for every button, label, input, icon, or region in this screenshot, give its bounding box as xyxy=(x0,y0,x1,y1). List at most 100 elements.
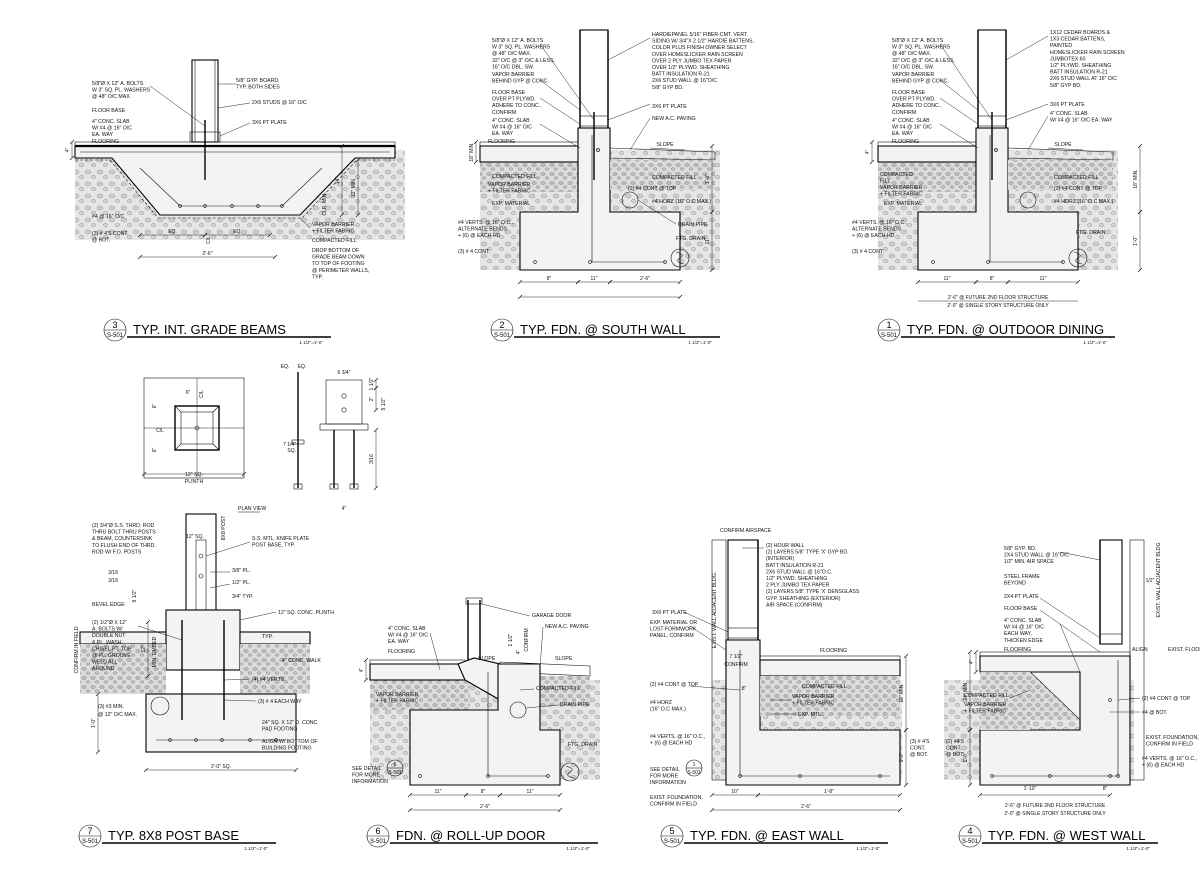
detail-scale: 1 1/2"=1'-0" xyxy=(299,340,323,345)
rebar-dot xyxy=(486,774,490,778)
callout-text: 4" CONC. SLAB xyxy=(388,626,426,632)
leader-line xyxy=(223,678,251,681)
callout-text: + FILTER FABRIC xyxy=(376,699,418,705)
dimension-tick xyxy=(755,792,761,798)
sheet-reference: S-501 xyxy=(881,333,898,339)
detail-title: TYP. FDN. @ EAST WALL xyxy=(690,828,844,843)
leader-line xyxy=(607,103,651,121)
dimension-label: 10" xyxy=(731,789,739,795)
leader-line xyxy=(137,625,183,641)
callout-text: PANEL, CONFIRM xyxy=(650,633,694,639)
callout-text: W 3" SQ. PL. WASHERS xyxy=(892,45,951,51)
callout-text: OVER HOMESLICKER RAIN SCREEN xyxy=(652,52,743,58)
dimension-tick xyxy=(241,471,247,477)
rod-nut xyxy=(293,483,303,490)
callout-text: FLOOR BASE xyxy=(892,90,926,96)
dimension-label: 6" xyxy=(186,390,191,396)
dimension-tick xyxy=(903,653,909,659)
grade-beam xyxy=(409,663,561,786)
callout-text: & BEAM, COUNTERSINK xyxy=(92,536,153,542)
callout-text: EXP. MATERIAL xyxy=(884,201,922,207)
callout-text: EXIST. FLOOR xyxy=(1168,647,1200,653)
leader-line xyxy=(299,217,311,229)
callout-text: 16" O/C DBL. SW. xyxy=(892,64,934,70)
callout-text: #4 HORZ xyxy=(650,700,672,706)
callout-text: SLOPE xyxy=(555,656,573,662)
sheet-reference: S-501 xyxy=(370,839,387,845)
callout-text: COMPACTED FILL xyxy=(492,174,537,180)
callout-text: NEW A.C. PAVING xyxy=(652,116,696,122)
rebar-dot xyxy=(1048,774,1052,778)
slope-label: SLOPE xyxy=(656,142,674,148)
dimension-label: 7 1/4" xyxy=(283,442,296,448)
dimension-tick xyxy=(1075,279,1081,285)
exterior-fill xyxy=(610,160,715,190)
callout-text: NEW A.C. PAVING xyxy=(545,624,589,630)
callout-text: FLOORING xyxy=(820,648,847,654)
dimension-label: 2'-6" @ FUTURE 2ND FLOOR STRUCTURE xyxy=(1005,803,1106,809)
leader-line xyxy=(519,688,535,691)
callout-text: EA. WAY xyxy=(892,131,914,137)
callout-text: 2X4 STUD WALL @ 16"O/C xyxy=(1004,553,1069,559)
callout-text: JUMBOTEX 60 xyxy=(1050,56,1086,62)
callout-text: DOUBLE NUT xyxy=(92,633,126,639)
callout-text: EXIST. FOUNDATION, xyxy=(1146,735,1199,741)
plate-base xyxy=(319,423,369,431)
leader-line xyxy=(1005,103,1049,121)
wall-stud xyxy=(1099,539,1123,645)
callout-text: 2X4 PT PLATE xyxy=(1004,594,1039,600)
rebar-dot xyxy=(256,204,260,208)
rebar-dot xyxy=(1061,260,1065,264)
callout-text: VAPOR BARRIER xyxy=(892,72,935,78)
callout-text: @ BOT. xyxy=(946,752,964,758)
callout-text: THICKEN EDGE xyxy=(1004,638,1043,644)
dimension-label: 4" xyxy=(359,668,365,673)
dimension-label: 11" xyxy=(435,789,442,795)
dimension-tick xyxy=(145,673,151,679)
callout-text: TO TOP OF FOOTING xyxy=(312,261,365,267)
callout-text: 16" O/C DBL. SW. xyxy=(492,64,534,70)
dimension-tick xyxy=(373,377,379,383)
callout-text: 2X6 STUD WALL @ 16"O/C xyxy=(652,78,717,84)
dimension-tick xyxy=(897,792,903,798)
callout-text: #4 VERTS. @ 16" O.C., xyxy=(458,220,513,226)
dimension-label: 1'-8" xyxy=(824,789,834,795)
callout-text: EXIST. WALL ADJACENT BLDG xyxy=(1156,542,1162,617)
callout-text: 5/8" GYP BD. xyxy=(652,85,683,91)
leader-line xyxy=(1117,697,1141,701)
rebar-dot xyxy=(588,260,592,264)
callout-text: 32" O/C @ 3" O/C & LESS, xyxy=(492,58,555,64)
callout-text: EXIST. WALL ADJACENT BLDG. xyxy=(712,572,718,649)
dimension-tick xyxy=(355,157,361,163)
callout-text: + (6) @ EACH HD xyxy=(650,741,693,747)
callout-text: (3) # 4'S CONT. xyxy=(92,231,128,237)
callout-text: 1/2" PLYWD. SHEATHING xyxy=(1050,63,1111,69)
dimension-label: 1 1/2" xyxy=(508,633,514,646)
detail-scale: 1 1/2"=1'-0" xyxy=(566,846,590,851)
callout-text: POST BASE, TYP. xyxy=(252,543,295,549)
callout-text: EXP. MATERIAL xyxy=(492,201,530,207)
dimension-tick xyxy=(69,155,75,161)
rebar-vert xyxy=(989,135,1063,263)
callout-text: S.S. MTL. KNIFE PLATE xyxy=(252,536,310,542)
callout-text: (2) #4'S xyxy=(946,739,965,745)
callout-text: 4" CONC. SLAB xyxy=(1050,111,1088,117)
leader-line xyxy=(1059,623,1081,673)
section-ref-sheet: S-501 xyxy=(687,770,701,776)
leader-line xyxy=(539,43,595,121)
callout-text: EXP. MTL. xyxy=(798,712,822,718)
callout-text: COMPACTED FILL xyxy=(536,686,581,692)
callout-text: CONFIRM xyxy=(892,110,916,116)
dimension-label: CONFIRM xyxy=(524,628,530,651)
callout-text: STEEL FRAME xyxy=(1004,574,1040,580)
dimension-label: 14" xyxy=(335,177,341,185)
callout-text: @ PL. GROOVE xyxy=(92,653,131,659)
dimension-label: 8" xyxy=(1103,786,1108,792)
dimension-label: 1'-0" xyxy=(91,718,97,728)
rebar-dot xyxy=(178,204,182,208)
rebar-dot xyxy=(533,260,537,264)
callout-text: (2) #4 CONT @ TOP xyxy=(1054,186,1103,192)
callout-text: VAPOR BARRIER xyxy=(376,692,419,698)
dimension-tick xyxy=(1005,279,1011,285)
callout-text: 2X6 STUD WALL AT 16" O/C xyxy=(1050,76,1117,82)
